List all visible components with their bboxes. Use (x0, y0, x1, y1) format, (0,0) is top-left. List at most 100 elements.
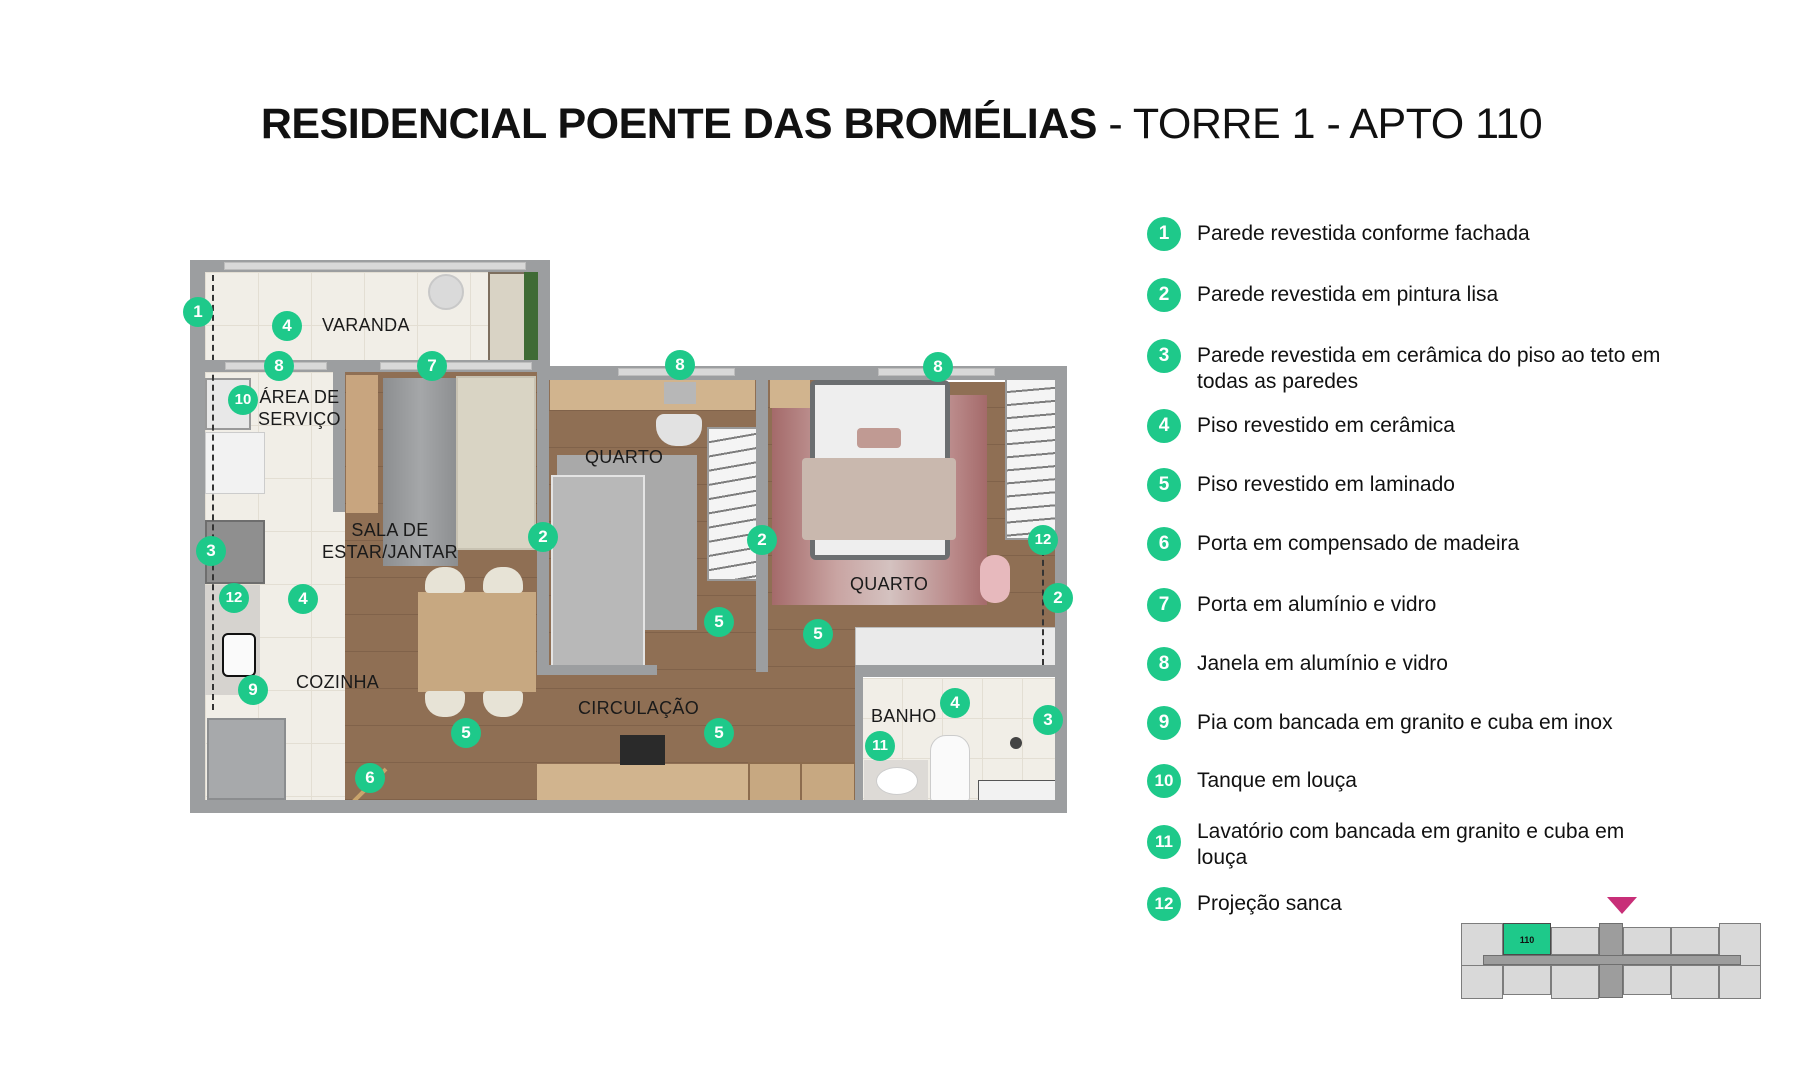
legend-text: Janela em alumínio e vidro (1197, 652, 1448, 675)
marker-badge: 8 (923, 352, 953, 382)
shower-drain (978, 780, 1057, 802)
armchair (980, 555, 1010, 603)
closet-corridor (855, 627, 1057, 667)
toilet (930, 735, 970, 802)
legend-item: 10 Tanque em louça (1147, 764, 1707, 798)
desk (550, 378, 755, 410)
legend-item: 8 Janela em alumínio e vidro (1147, 647, 1707, 681)
legend-badge: 6 (1147, 527, 1181, 561)
marker-badge: 3 (1033, 705, 1063, 735)
nightstand (770, 378, 810, 408)
legend-item: 2 Parede revestida em pintura lisa (1147, 278, 1707, 312)
refrigerator (207, 718, 286, 800)
single-bed (551, 475, 645, 669)
legend-badge: 1 (1147, 217, 1181, 251)
legend-badge: 5 (1147, 468, 1181, 502)
door-varanda-glass (380, 362, 532, 370)
marker-badge: 6 (355, 763, 385, 793)
legend-text: Porta em alumínio e vidro (1197, 593, 1437, 616)
room-label-line: ÁREA DE (259, 387, 340, 407)
marker-badge: 5 (803, 619, 833, 649)
key-plan-unit (1623, 965, 1671, 995)
key-plan-unit (1551, 965, 1599, 999)
key-plan-corridor (1483, 955, 1741, 965)
washing-machine (205, 432, 265, 494)
duvet (802, 458, 956, 540)
legend-item: 5 Piso revestido em laminado (1147, 468, 1707, 502)
key-plan-selected-unit: 110 (1503, 923, 1551, 955)
wardrobe-2 (1005, 378, 1057, 540)
marker-badge: 4 (272, 311, 302, 341)
dining-chair (483, 567, 523, 593)
wall-bathroom-left (855, 665, 863, 805)
room-label-line: ESTAR/JANTAR (322, 542, 458, 562)
key-plan-unit (1503, 965, 1551, 995)
marker-badge: 12 (219, 583, 249, 613)
legend-text: Tanque em louça (1197, 769, 1357, 792)
legend-text: Porta em compensado de madeira (1197, 532, 1520, 555)
legend-text: Piso revestido em cerâmica (1197, 414, 1455, 437)
legend-badge: 9 (1147, 706, 1181, 740)
marker-badge: 12 (1028, 525, 1058, 555)
wall-bedroom1-bottom (537, 665, 657, 675)
room-label-line: SALA DE (351, 520, 429, 540)
title-development-name: RESIDENCIAL POENTE DAS BROMÉLIAS (260, 100, 1098, 148)
legend-item: 4 Piso revestido em cerâmica (1147, 409, 1707, 443)
title-unit: - TORRE 1 - APTO 110 (1096, 100, 1543, 148)
marker-badge: 2 (528, 522, 558, 552)
room-label-varanda: VARANDA (322, 315, 410, 335)
marker-badge: 2 (747, 525, 777, 555)
marker-badge: 3 (196, 536, 226, 566)
marker-badge: 4 (940, 688, 970, 718)
room-label-banho: BANHO (871, 706, 937, 726)
marker-badge: 5 (704, 718, 734, 748)
marker-badge: 7 (417, 351, 447, 381)
key-plan-unit (1551, 927, 1599, 955)
wall-service-partition (333, 362, 345, 512)
marker-badge: 5 (704, 607, 734, 637)
varanda-bench (488, 272, 528, 364)
vertical-garden (524, 272, 538, 360)
room-label-quarto-1: QUARTO (585, 447, 664, 467)
dining-chair (425, 691, 465, 717)
living-rug (383, 378, 458, 566)
sofa (456, 376, 536, 550)
office-chair (620, 735, 665, 765)
kitchen-sink (222, 633, 256, 677)
marker-badge: 8 (264, 351, 294, 381)
pillow (857, 428, 901, 448)
tv-panel (346, 375, 378, 513)
key-plan: 110 (1461, 895, 1771, 1005)
legend-text: Piso revestido em laminado (1197, 473, 1455, 496)
marker-badge: 2 (1043, 583, 1073, 613)
marker-badge: 1 (183, 297, 213, 327)
legend-badge: 10 (1147, 764, 1181, 798)
wall-varanda-right (538, 260, 550, 380)
key-plan-unit (1461, 965, 1503, 999)
stove (205, 520, 265, 584)
legend-text: Projeção sanca (1197, 892, 1342, 915)
legend-item: 12 Projeção sanca (1147, 887, 1707, 921)
page-title: RESIDENCIAL POENTE DAS BROMÉLIAS - TORRE… (0, 100, 1803, 149)
shower-head (1010, 737, 1022, 749)
desk-chair (656, 414, 702, 446)
room-label-circulacao: CIRCULAÇÃO (578, 698, 700, 718)
legend-item: 6 Porta em compensado de madeira (1147, 527, 1707, 561)
legend-text: Parede revestida em pintura lisa (1197, 283, 1499, 306)
marker-badge: 4 (288, 584, 318, 614)
marker-badge: 11 (865, 731, 895, 761)
wall-bedroom-divider (756, 372, 768, 672)
key-plan-unit (1671, 965, 1719, 999)
legend-badge: 8 (1147, 647, 1181, 681)
marker-badge: 10 (228, 385, 258, 415)
marker-badge: 5 (451, 718, 481, 748)
legend-item: 1 Parede revestida conforme fachada (1147, 217, 1707, 251)
marker-badge: 8 (665, 350, 695, 380)
room-label-sala: SALA DE ESTAR/JANTAR (322, 519, 458, 563)
marker-badge: 9 (238, 675, 268, 705)
legend-item: 3 Parede revestida em cerâmica do piso a… (1147, 339, 1667, 395)
legend-text: Parede revestida conforme fachada (1197, 222, 1530, 245)
legend-badge: 3 (1147, 339, 1181, 373)
room-label-line: SERVIÇO (258, 409, 341, 429)
